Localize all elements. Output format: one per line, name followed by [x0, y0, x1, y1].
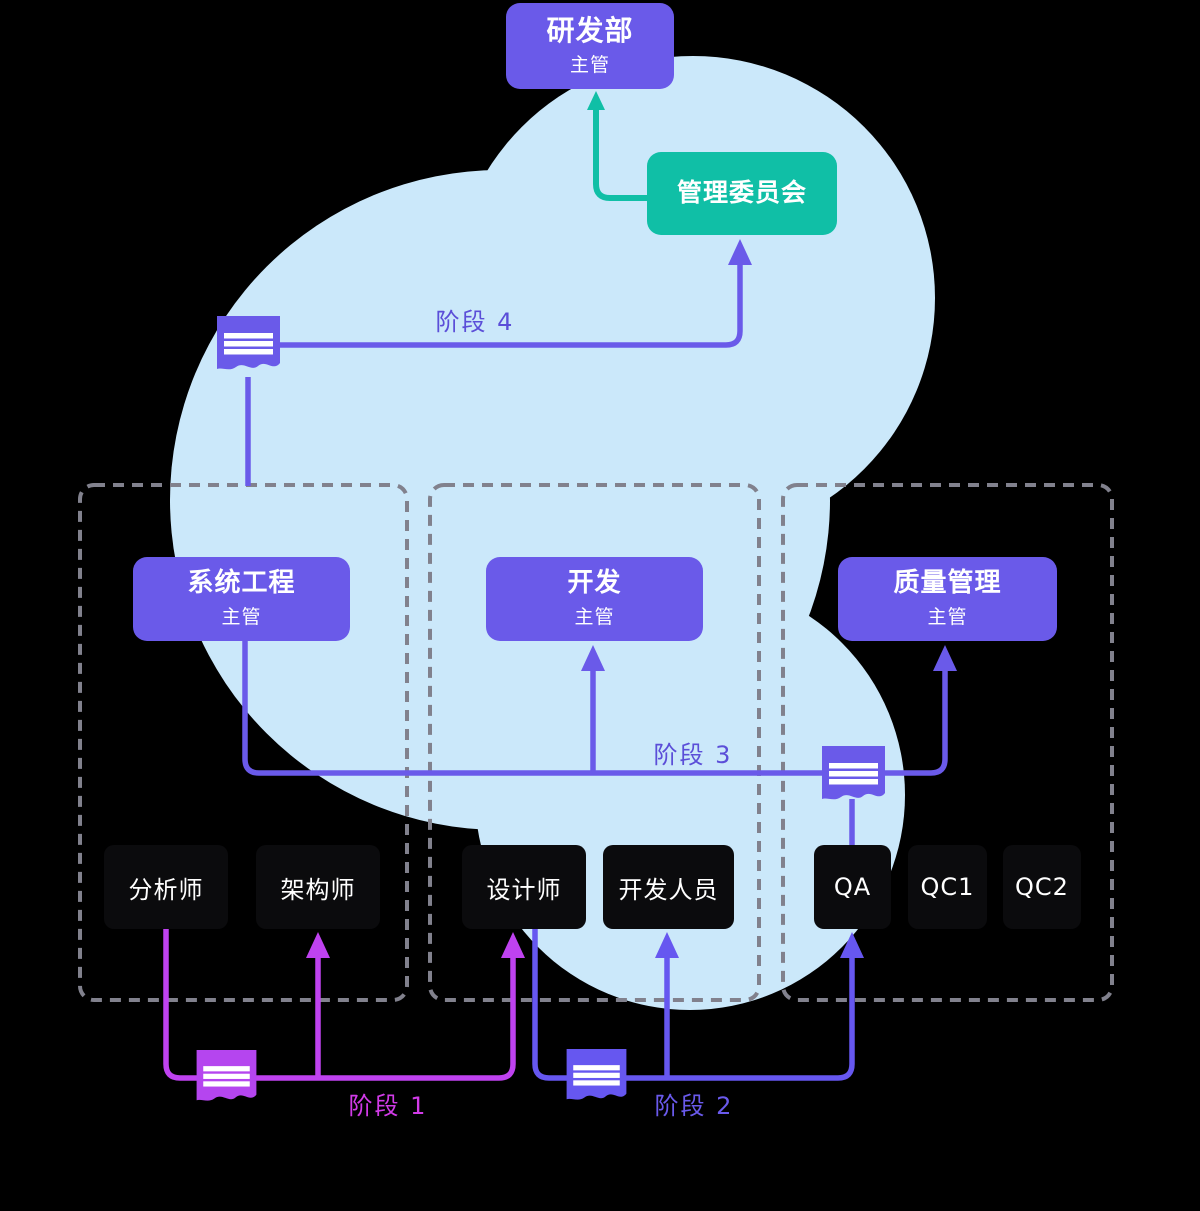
phase4-connector — [280, 252, 743, 348]
node-management-committee[interactable]: 管理委员会 — [647, 152, 837, 235]
node-architect-label: 架构师 — [280, 875, 356, 904]
node-qa-label: QA — [833, 873, 872, 901]
node-rnd-dept-subtitle: 主管 — [569, 54, 610, 77]
phase3-arrowhead-quality-lead — [933, 645, 957, 671]
node-quality-management-subtitle: 主管 — [927, 605, 968, 628]
node-qc2-label: QC2 — [1015, 873, 1069, 901]
node-analyst-label: 分析师 — [128, 875, 204, 904]
document-icon-phase3 — [822, 746, 885, 800]
phase1-arrowhead-architect — [306, 932, 330, 958]
node-analyst[interactable]: 分析师 — [104, 845, 228, 929]
committee-to-rnd-connector — [593, 108, 647, 201]
node-rnd-dept[interactable]: 研发部 主管 — [506, 3, 674, 89]
phase2-arrowhead-qa — [840, 932, 864, 958]
node-quality-management-title: 质量管理 — [893, 568, 1002, 599]
node-qa[interactable]: QA — [814, 845, 891, 929]
document-icon-phase2 — [566, 1049, 627, 1100]
phase1-label: 阶段 1 — [348, 1092, 428, 1120]
committee-to-rnd-arrowhead — [587, 91, 605, 110]
node-developer[interactable]: 开发人员 — [603, 845, 734, 929]
group-box-systems-engineering[interactable] — [78, 483, 409, 1002]
node-qc1[interactable]: QC1 — [908, 845, 987, 929]
phase4-label: 阶段 4 — [435, 308, 515, 336]
phase1-connector — [163, 929, 516, 1081]
phase2-connector — [532, 929, 855, 1081]
phase1-arrowhead-designer — [501, 932, 525, 958]
node-qc1-label: QC1 — [920, 873, 975, 901]
node-quality-management-lead[interactable]: 质量管理 主管 — [838, 557, 1057, 641]
document-icon-phase4 — [217, 316, 280, 370]
node-development-subtitle: 主管 — [574, 605, 615, 628]
node-architect[interactable]: 架构师 — [256, 845, 380, 929]
node-rnd-dept-title: 研发部 — [546, 13, 634, 47]
phase2-arrowhead-developer — [655, 932, 679, 958]
node-systems-engineering-lead[interactable]: 系统工程 主管 — [133, 557, 350, 641]
node-systems-engineering-title: 系统工程 — [187, 568, 296, 599]
phase3-arrowhead-dev-lead — [581, 645, 605, 671]
node-management-committee-title: 管理委员会 — [676, 178, 807, 208]
node-developer-label: 开发人员 — [618, 875, 719, 904]
node-qc2[interactable]: QC2 — [1003, 845, 1081, 929]
document-icon-phase1 — [196, 1050, 257, 1101]
phase4-arrowhead-committee — [728, 239, 752, 265]
phase2-label: 阶段 2 — [654, 1092, 734, 1120]
node-designer[interactable]: 设计师 — [462, 845, 586, 929]
phase3-label: 阶段 3 — [653, 741, 733, 769]
node-development-lead[interactable]: 开发 主管 — [486, 557, 703, 641]
node-designer-label: 设计师 — [486, 875, 562, 904]
node-development-title: 开发 — [567, 568, 622, 599]
node-systems-engineering-subtitle: 主管 — [221, 605, 262, 628]
